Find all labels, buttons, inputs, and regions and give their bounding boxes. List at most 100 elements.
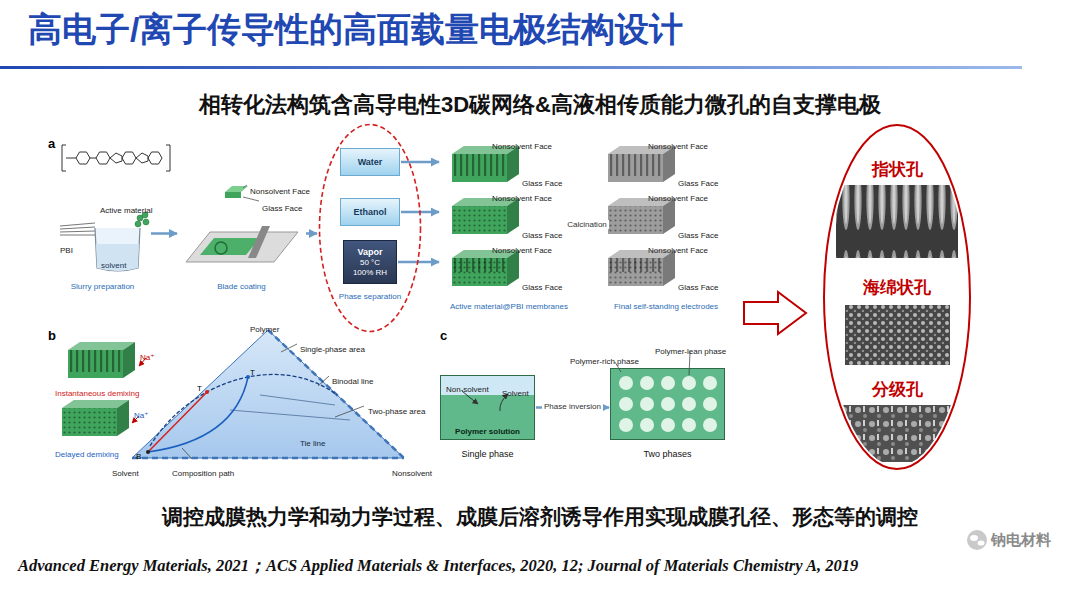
annotation-label: Nonsolvent Face xyxy=(648,246,708,255)
bath-label: Water xyxy=(358,157,383,167)
annotation-label: Nonsolvent Face xyxy=(492,142,552,151)
edge-label: Calcination xyxy=(565,220,609,229)
vapor-condition: 100% RH xyxy=(353,268,387,277)
label-holder: Nonsolvent Face xyxy=(648,135,708,153)
label-holder: Binodal line xyxy=(332,370,373,388)
label-holder: Polymer xyxy=(250,318,279,336)
label-holder: Polymer-rich phase xyxy=(570,350,639,368)
label-holder: Glass Face xyxy=(522,224,562,242)
label-holder: T xyxy=(197,377,202,395)
label-holder: Nonsolvent Face xyxy=(492,135,552,153)
annotation-label: Active material xyxy=(100,206,152,215)
edge-label-holder: Calcination xyxy=(565,213,609,231)
annotation-label: Nonsolvent Face xyxy=(492,246,552,255)
pore-type-heading: 指状孔 xyxy=(872,160,923,180)
label-holder: Nonsolvent Face xyxy=(492,239,552,257)
label-holder: PBI xyxy=(60,239,73,257)
label-holder: 相转化法构筑含高导电性3D碳网络&高液相传质能力微孔的自支撑电极 xyxy=(0,92,1080,117)
annotation-label: Nonsolvent Face xyxy=(250,187,310,196)
annotation-label: Polymer-rich phase xyxy=(570,357,639,366)
slide-caption: 调控成膜热力学和动力学过程、成膜后溶剂诱导作用实现成膜孔径、形态等的调控 xyxy=(162,505,918,529)
box-label: Polymer solution xyxy=(455,427,520,436)
state-caption: Two phases xyxy=(643,449,691,459)
phase-separation-outline: Phase separation WaterEthanolVapor50 °C10… xyxy=(318,123,422,333)
annotation-label: Binodal line xyxy=(332,377,373,386)
vapor-chamber: Vapor50 °C100% RH xyxy=(343,240,397,284)
bath-tray: Water xyxy=(340,148,400,176)
label-holder: Na⁺ xyxy=(140,346,154,364)
annotation-label: Instantaneous demixing xyxy=(55,389,140,398)
label-holder: Composition path xyxy=(172,462,234,480)
flow-arrow xyxy=(151,232,177,235)
pore-type-heading: 分级孔 xyxy=(872,380,923,400)
label-holder: Active material xyxy=(100,199,152,217)
annotation-label: Polymer-lean phase xyxy=(655,347,726,356)
label-holder: Glass Face xyxy=(678,224,718,242)
annotation-label: Two-phase area xyxy=(368,407,425,416)
annotation-label: Na⁺ xyxy=(140,353,154,362)
annotation-label: B xyxy=(136,452,141,461)
label-holder: Glass Face xyxy=(522,276,562,294)
bath-tray: Ethanol xyxy=(340,198,400,226)
label-holder: Polymer-lean phase xyxy=(655,340,726,358)
annotation-label: Advanced Energy Materials, 2021；ACS Appl… xyxy=(18,557,858,576)
annotation-label: solvent xyxy=(101,261,126,270)
annotation-label: Glass Face xyxy=(678,283,718,292)
label-holder: 钠电材料 xyxy=(991,531,1051,549)
label-holder: Glass Face xyxy=(262,197,302,215)
annotation-label: Tie line xyxy=(300,439,326,448)
pore-image-group: 分级孔 xyxy=(852,378,942,402)
label-holder: Solvent xyxy=(112,462,139,480)
label-holder: Nonsolvent Face xyxy=(250,180,310,198)
label-holder: Glass Face xyxy=(678,276,718,294)
annotation-label: Glass Face xyxy=(522,231,562,240)
label-holder: c xyxy=(440,326,447,344)
label-holder: Delayed demixing xyxy=(55,443,119,461)
label-holder: Nonsolvent xyxy=(392,462,432,480)
label-holder: Nonsolvent Face xyxy=(648,187,708,205)
annotation-label: c xyxy=(440,329,447,344)
bath-label: Ethanol xyxy=(354,207,387,217)
annotation-label: Glass Face xyxy=(522,179,562,188)
title-holder: 高电子/离子传导性的高面载量电极结构设计 xyxy=(28,10,683,49)
panel-caption: Final self-standing electrodes xyxy=(614,302,718,311)
below-caption-holder: Two phases xyxy=(581,443,754,461)
annotation-label: Glass Face xyxy=(522,283,562,292)
annotation-label: Composition path xyxy=(172,469,234,478)
label-holder: Solvent xyxy=(502,382,529,400)
panel-caption: Phase separation xyxy=(339,292,401,301)
label-holder: T xyxy=(250,361,255,379)
annotation-label: Delayed demixing xyxy=(55,450,119,459)
phase-box: Two phases xyxy=(610,368,725,440)
label-holder: Na⁺ xyxy=(134,404,148,422)
annotation-label: PBI xyxy=(60,246,73,255)
annotation-label: Glass Face xyxy=(262,204,302,213)
annotation-label: Nonsolvent xyxy=(392,469,432,478)
label-holder: Two-phase area xyxy=(368,400,425,418)
annotation-label: 钠电材料 xyxy=(991,531,1051,548)
state-caption: Single phase xyxy=(461,449,513,459)
annotation-label: T xyxy=(250,368,255,377)
label-holder: Advanced Energy Materials, 2021；ACS Appl… xyxy=(18,557,858,576)
slide-title: 高电子/离子传导性的高面载量电极结构设计 xyxy=(28,10,683,49)
label-holder: Non-solvent xyxy=(446,378,489,396)
phase-box: Polymer solutionSingle phase xyxy=(440,375,535,440)
annotation-label: Non-solvent xyxy=(446,385,489,394)
annotation-label: Nonsolvent Face xyxy=(648,142,708,151)
flow-arrow xyxy=(306,232,317,235)
label-holder: B xyxy=(136,445,141,463)
annotation-label: b xyxy=(48,329,56,344)
annotation-label: a xyxy=(48,137,55,152)
annotation-label: Solvent xyxy=(502,389,529,398)
annotation-label: Polymer xyxy=(250,325,279,334)
annotation-label: 相转化法构筑含高导电性3D碳网络&高液相传质能力微孔的自支撑电极 xyxy=(199,92,881,117)
edge-label-holder: Phase inversion xyxy=(542,395,603,413)
label-holder: Nonsolvent Face xyxy=(648,239,708,257)
label-holder: solvent xyxy=(101,254,126,272)
panel-caption: Slurry preparation xyxy=(71,282,135,291)
annotation-label: Solvent xyxy=(112,469,139,478)
annotation-label: T xyxy=(197,384,202,393)
annotation-label: Na⁺ xyxy=(134,411,148,420)
annotation-label: Glass Face xyxy=(678,179,718,188)
label-holder: Glass Face xyxy=(522,172,562,190)
